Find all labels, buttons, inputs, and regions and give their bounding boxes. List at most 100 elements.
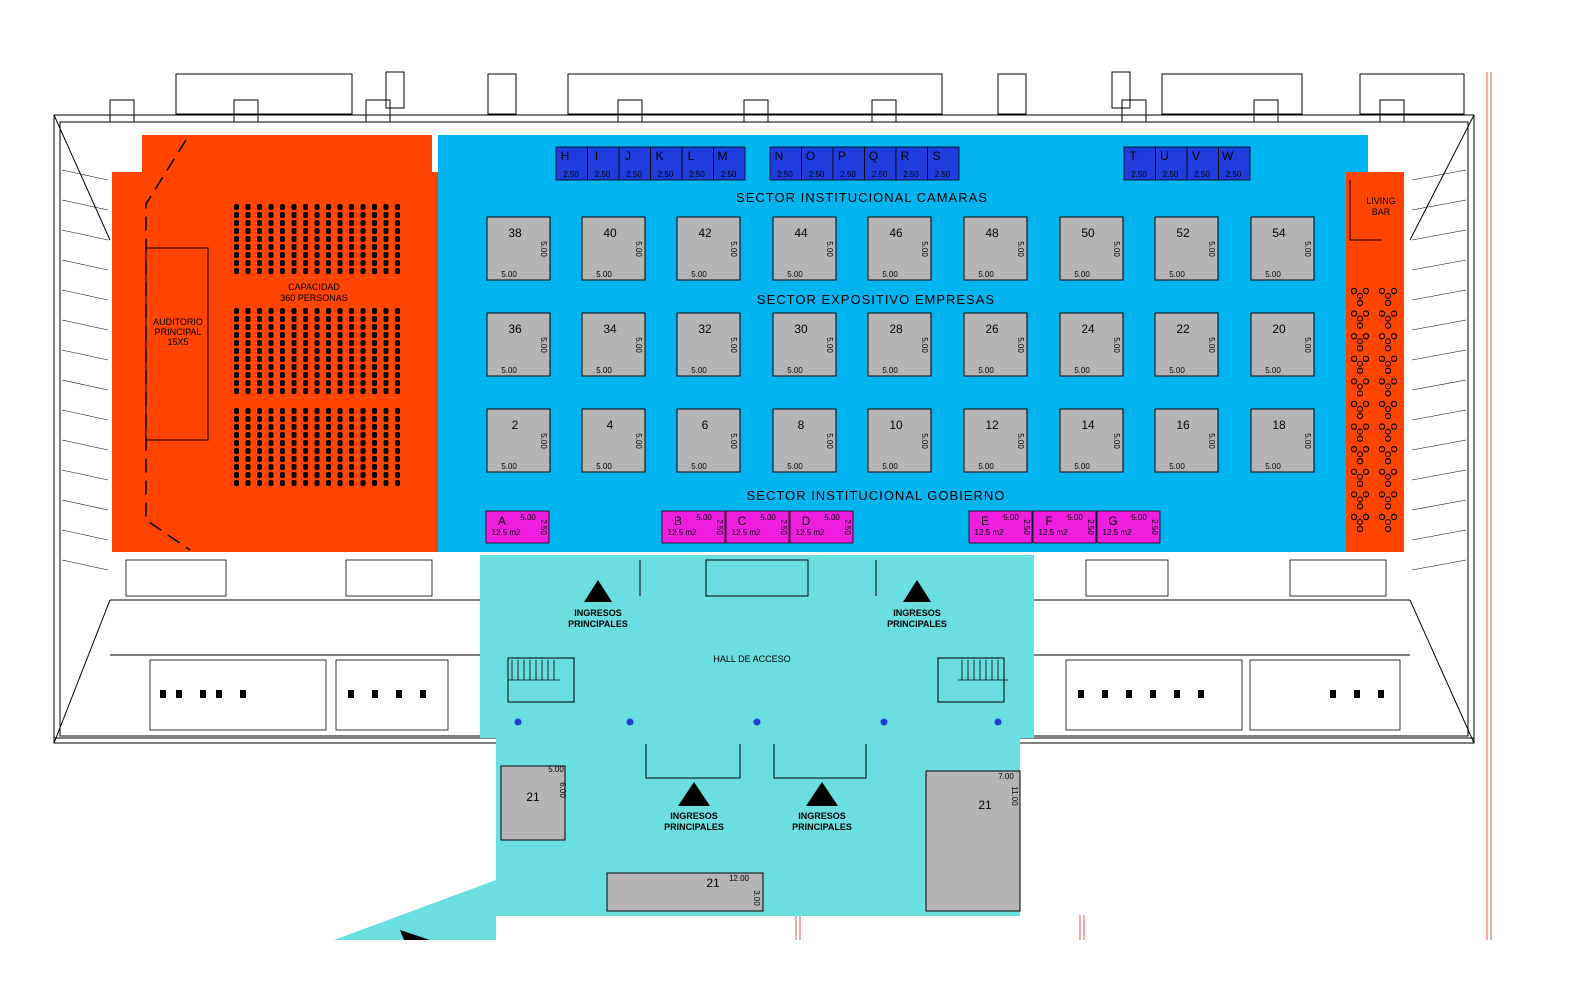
expo-booth[interactable]: 405.005.00 (581, 216, 646, 281)
expo-booth[interactable]: 365.005.00 (486, 312, 551, 377)
seat (337, 424, 343, 430)
camara-booth[interactable]: I2.50 (587, 146, 620, 181)
seat (349, 316, 354, 322)
seat (234, 244, 239, 250)
seat (257, 244, 262, 250)
camara-booth[interactable]: V2.50 (1186, 146, 1219, 181)
seat (326, 388, 331, 394)
booth-square (867, 312, 932, 377)
booth-square (1250, 408, 1315, 473)
seat (268, 220, 274, 226)
seat (257, 380, 262, 386)
expo-booth[interactable]: 45.005.00 (581, 408, 646, 473)
expo-booth[interactable]: 265.005.00 (963, 312, 1028, 377)
seat (383, 212, 389, 218)
seat (280, 340, 285, 346)
expo-booth[interactable]: 325.005.00 (676, 312, 741, 377)
seat (337, 416, 343, 422)
expo-booth[interactable]: 345.005.00 (581, 312, 646, 377)
gobierno-booth-letter: C (738, 514, 747, 528)
camara-booth[interactable]: R2.50 (895, 146, 928, 181)
entrance-arrow-1 (584, 580, 612, 602)
camara-booth[interactable]: W2.50 (1218, 146, 1251, 181)
expo-booth[interactable]: 245.005.00 (1059, 312, 1124, 377)
seat (291, 372, 297, 378)
seat (372, 408, 377, 414)
camara-booth[interactable]: O2.50 (801, 146, 834, 181)
expo-booth[interactable]: 125.005.00 (963, 408, 1028, 473)
expo-booth[interactable]: 285.005.00 (867, 312, 932, 377)
seat (234, 204, 239, 210)
seat (314, 448, 320, 454)
seat (245, 472, 251, 478)
booth-number: 10 (889, 418, 903, 432)
seat (268, 332, 274, 338)
expo-booth[interactable]: 25.005.00 (486, 408, 551, 473)
booth-number: 2 (512, 418, 519, 432)
seat (303, 408, 308, 414)
camara-booth[interactable]: L2.50 (681, 146, 714, 181)
seat (349, 308, 354, 314)
camara-booth[interactable]: U2.50 (1155, 146, 1188, 181)
seat (234, 388, 239, 394)
seat (360, 456, 366, 462)
expo-booth[interactable]: 485.005.00 (963, 216, 1028, 281)
sector-camaras-label: SECTOR INSTITUCIONAL CAMARAS (736, 190, 988, 205)
seat (337, 228, 343, 234)
camara-booth[interactable]: Q2.50 (864, 146, 897, 181)
seat (372, 440, 377, 446)
seat (395, 364, 400, 370)
seat (326, 448, 331, 454)
expo-booth[interactable]: 545.005.00 (1250, 216, 1315, 281)
expo-booth[interactable]: 105.005.00 (867, 408, 932, 473)
expo-booth[interactable]: 185.005.00 (1250, 408, 1315, 473)
expo-booth[interactable]: 205.005.00 (1250, 312, 1315, 377)
expo-booth[interactable]: 525.005.00 (1154, 216, 1219, 281)
seat (372, 204, 377, 210)
booth-width: 5.00 (1169, 270, 1185, 279)
outdoor-booth[interactable]: 215.006.00 (500, 765, 567, 841)
camara-booth[interactable]: P2.50 (832, 146, 865, 181)
camara-booth[interactable]: J2.50 (618, 146, 651, 181)
gobierno-booth-box (725, 510, 790, 544)
bar-table (1378, 491, 1398, 510)
seat (314, 268, 320, 274)
expo-booth[interactable]: 385.005.00 (486, 216, 551, 281)
bar-table (1378, 333, 1398, 352)
booth-number: 4 (607, 418, 614, 432)
expo-booth[interactable]: 145.005.00 (1059, 408, 1124, 473)
seat (245, 236, 251, 242)
auditorium-seating (234, 204, 400, 486)
camara-booth[interactable]: T2.50 (1123, 146, 1156, 181)
camara-booth[interactable]: K2.50 (650, 146, 683, 181)
expo-booth[interactable]: 225.005.00 (1154, 312, 1219, 377)
seat (291, 236, 297, 242)
bar-table-top (1357, 338, 1363, 345)
camara-booth[interactable]: S2.50 (927, 146, 960, 181)
expo-booth[interactable]: 425.005.00 (676, 216, 741, 281)
camara-booth[interactable]: M2.50 (713, 146, 746, 181)
expo-booth[interactable]: 445.005.00 (772, 216, 837, 281)
expo-booth[interactable]: 65.005.00 (676, 408, 741, 473)
seat (314, 260, 320, 266)
seat (395, 260, 400, 266)
camara-booth[interactable]: N2.50 (769, 146, 802, 181)
expo-booth[interactable]: 465.005.00 (867, 216, 932, 281)
expo-booth[interactable]: 505.005.00 (1059, 216, 1124, 281)
expo-booth[interactable]: 305.005.00 (772, 312, 837, 377)
gobierno-booth-area: 12.5 m2 (732, 528, 761, 537)
expo-booth[interactable]: 165.005.00 (1154, 408, 1219, 473)
seat (383, 424, 389, 430)
seat (314, 388, 320, 394)
camara-booth[interactable]: H2.50 (555, 146, 588, 181)
expo-booth[interactable]: 85.005.00 (772, 408, 837, 473)
